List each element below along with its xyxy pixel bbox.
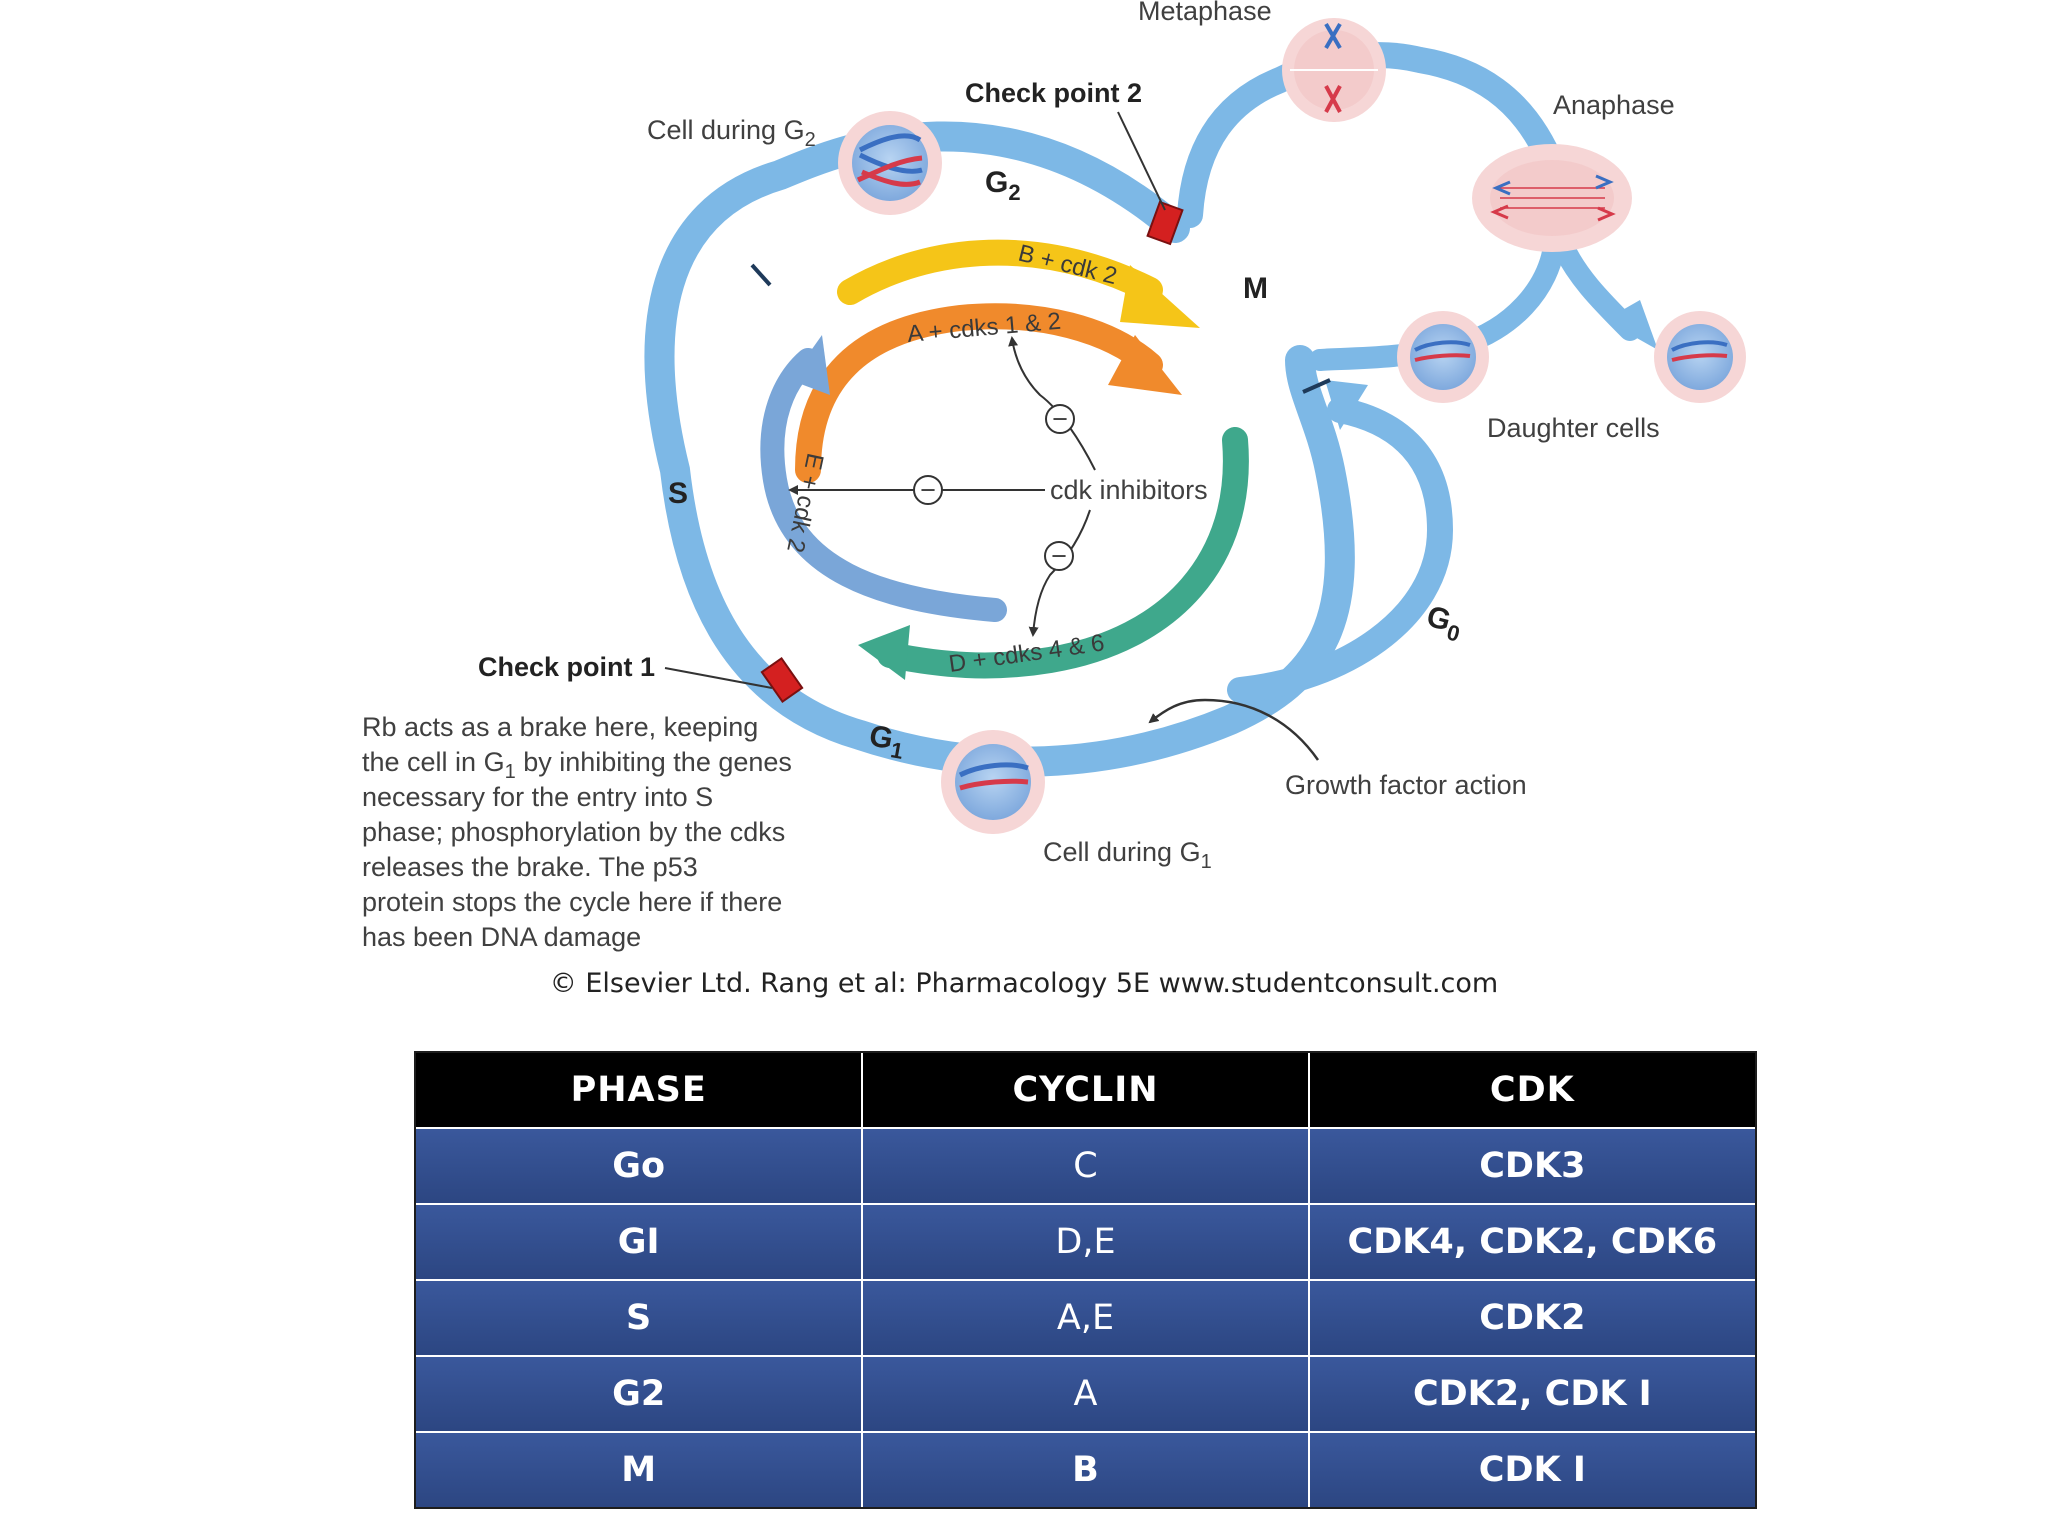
table-row: GI D,E CDK4, CDK2, CDK6 <box>416 1203 1755 1280</box>
checkpoint-1-pointer <box>664 667 773 689</box>
table-row: Go C CDK3 <box>416 1127 1755 1204</box>
inhibit-circle-bottom <box>1044 541 1074 571</box>
cell-cyclin: D,E <box>862 1203 1310 1280</box>
arrow-e-cdk2 <box>760 348 1007 622</box>
cell-cyclin: C <box>862 1127 1310 1204</box>
rb-note: Rb acts as a brake here, keeping the cel… <box>362 712 792 952</box>
table-header-row: PHASE CYCLIN CDK <box>416 1053 1755 1128</box>
label-checkpoint-1: Check point 1 <box>478 652 655 682</box>
header-cdk: CDK <box>1308 1053 1755 1128</box>
checkpoint-2-marker <box>1146 200 1184 246</box>
cell-cdk: CDK2, CDK I <box>1308 1355 1755 1432</box>
inhibit-circle-left <box>913 475 943 505</box>
cell-g1 <box>941 730 1045 834</box>
g0-arrow-tip <box>1325 380 1368 430</box>
cell-cyclin: A,E <box>862 1279 1310 1356</box>
cell-metaphase <box>1282 18 1386 122</box>
phase-label-g1: G1 <box>866 719 908 764</box>
cell-anaphase <box>1472 144 1632 252</box>
cell-cdk: CDK I <box>1308 1431 1755 1507</box>
cell-cyclin: B <box>862 1431 1310 1507</box>
inhibit-symbol-left: − <box>920 475 936 505</box>
cell-cdk: CDK3 <box>1308 1127 1755 1204</box>
arrow-a-cdks-head <box>1108 335 1182 395</box>
arrow-d-cdks <box>877 427 1249 679</box>
arrow-a-cdks <box>795 303 1163 483</box>
enzyme-arrows <box>760 239 1249 680</box>
g0-loop <box>1227 397 1454 703</box>
svg-text:Rb acts as a brake here, keepi: Rb acts as a brake here, keeping <box>362 712 758 742</box>
label-checkpoint-2: Check point 2 <box>965 78 1142 108</box>
tick-m-g1 <box>1302 378 1331 394</box>
inhibitor-line-up <box>1008 336 1096 471</box>
table-row: G2 A CDK2, CDK I <box>416 1355 1755 1432</box>
cell-cdk: CDK2 <box>1308 1279 1755 1356</box>
table-row: S A,E CDK2 <box>416 1279 1755 1356</box>
svg-text:the cell in G1 by inhibiting t: the cell in G1 by inhibiting the genes <box>362 747 792 783</box>
header-phase: PHASE <box>416 1053 864 1128</box>
cell-phase: M <box>416 1431 864 1507</box>
phase-label-s: S <box>668 477 688 510</box>
svg-text:has been DNA damage: has been DNA damage <box>362 922 641 952</box>
checkpoint-1-marker <box>760 656 804 704</box>
cell-phase: Go <box>416 1127 864 1204</box>
inhibit-symbol-top: − <box>1052 404 1068 434</box>
arrow-b-cdk2 <box>837 239 1163 305</box>
cell-daughter-right <box>1654 311 1746 403</box>
arrow-b-cdk2-head <box>1120 265 1200 328</box>
cell-g2 <box>838 111 942 215</box>
arrow-e-cdk2-head <box>790 335 830 395</box>
label-growth-factor: Growth factor action <box>1285 770 1527 800</box>
cell-phase: G2 <box>416 1355 864 1432</box>
header-cyclin: CYCLIN <box>862 1053 1310 1128</box>
cell-phase: S <box>416 1279 864 1356</box>
inhibit-circle-top <box>1045 404 1075 434</box>
label-cdk-inhibitors: cdk inhibitors <box>1050 475 1208 505</box>
inhibitor-line-down <box>1028 509 1091 637</box>
phase-label-g2: G2 <box>985 166 1021 205</box>
tick-g2-s <box>750 263 772 287</box>
daughter-arrow-tip <box>1605 300 1658 350</box>
growth-factor-arrow <box>1148 698 1320 761</box>
svg-text:protein stops the cycle here i: protein stops the cycle here if there <box>362 887 782 917</box>
cell-cycle-diagram: − − − <box>362 0 1746 952</box>
label-anaphase: Anaphase <box>1553 90 1675 120</box>
cyclin-cdk-table: PHASE CYCLIN CDK Go C CDK3 GI D,E CDK4, … <box>414 1051 1757 1509</box>
cell-phase: GI <box>416 1203 864 1280</box>
inhibit-symbol-bottom: − <box>1051 541 1067 571</box>
label-daughter-cells: Daughter cells <box>1487 413 1660 443</box>
copyright-credit: © Elsevier Ltd. Rang et al: Pharmacology… <box>549 968 1499 999</box>
label-cell-g2: Cell during G2 <box>647 115 816 151</box>
label-metaphase: Metaphase <box>1138 0 1272 26</box>
cell-cdk: CDK4, CDK2, CDK6 <box>1308 1203 1755 1280</box>
svg-text:phase; phosphorylation by the: phase; phosphorylation by the cdks <box>362 817 785 847</box>
svg-text:releases the brake. The p53: releases the brake. The p53 <box>362 852 698 882</box>
svg-text:necessary for the entry into S: necessary for the entry into S <box>362 782 713 812</box>
cell-cyclin: A <box>862 1355 1310 1432</box>
cell-daughter-left <box>1397 311 1489 403</box>
label-cell-g1: Cell during G1 <box>1043 837 1212 873</box>
checkpoint-2-pointer <box>1117 111 1166 211</box>
phase-label-m: M <box>1243 272 1268 305</box>
table-row: M B CDK I <box>416 1431 1755 1507</box>
inhibitor-lines: − − − <box>788 336 1096 637</box>
arrow-d-cdks-head <box>858 625 910 680</box>
